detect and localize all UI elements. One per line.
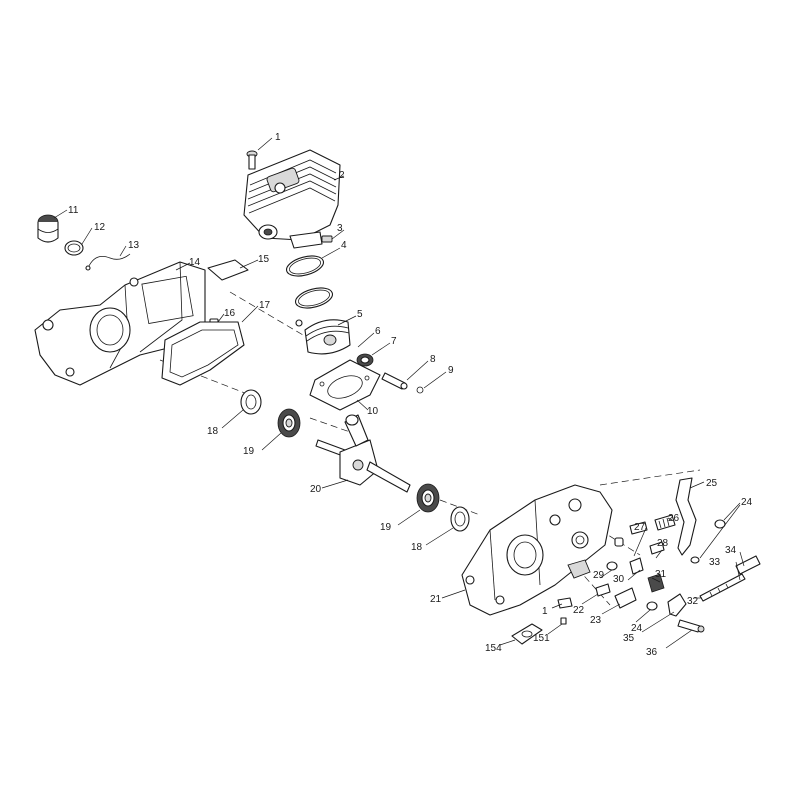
callout-4: 4 [341, 240, 347, 251]
needle-bearing [356, 353, 374, 367]
callout-27: 27 [634, 522, 646, 533]
callout-24-lower: 24 [631, 623, 643, 634]
callout-9: 9 [448, 365, 454, 376]
pin [560, 617, 567, 625]
bearing-right [416, 483, 440, 513]
callout-21: 21 [430, 594, 442, 605]
screw-36 [677, 619, 705, 633]
screw-lower [557, 597, 573, 609]
callout-10: 10 [367, 406, 379, 417]
callout-28: 28 [657, 538, 669, 549]
piston-pin [381, 372, 408, 390]
callout-19-left: 19 [243, 446, 255, 457]
cylinder [243, 149, 341, 249]
callout-15: 15 [258, 254, 270, 265]
cylinder-bolt [246, 150, 258, 170]
fuel-hose [85, 253, 131, 271]
filler-cap [37, 214, 59, 243]
crankshaft [315, 414, 411, 493]
leader-lines [53, 137, 745, 649]
callout-151: 151 [533, 633, 550, 644]
callout-1-lower: 1 [542, 606, 548, 617]
chain-catcher-bracket [675, 477, 697, 556]
callout-labels: 1 2 3 4 5 6 7 8 9 10 11 12 13 14 15 16 1… [68, 132, 753, 658]
piston [295, 319, 351, 355]
bearing-left [277, 408, 301, 438]
seal-ring [64, 240, 84, 256]
nut-lower [646, 601, 658, 611]
callout-14: 14 [189, 257, 201, 268]
callout-33: 33 [709, 557, 721, 568]
callout-5: 5 [357, 309, 363, 320]
callout-13: 13 [128, 240, 140, 251]
callout-20: 20 [310, 484, 322, 495]
callout-31: 31 [655, 569, 667, 580]
callout-12: 12 [94, 222, 106, 233]
decompression-valve [321, 235, 333, 243]
base-gasket [309, 359, 381, 411]
piston-ring [294, 287, 334, 309]
stud-screws [614, 521, 665, 555]
callout-34: 34 [725, 545, 737, 556]
callout-8: 8 [430, 354, 436, 365]
crankcase-gasket [161, 321, 245, 386]
lever [667, 593, 687, 617]
callout-29: 29 [593, 570, 605, 581]
nut-upper [690, 519, 726, 564]
cover-plate [511, 623, 543, 645]
callout-17: 17 [259, 300, 271, 311]
filter-pad [207, 259, 249, 281]
cylinder-gasket-ring [285, 255, 325, 277]
callout-18-right: 18 [411, 542, 423, 553]
washer [606, 561, 618, 571]
oil-seal-left [240, 389, 262, 415]
crankcase-right [461, 484, 613, 616]
callout-11: 11 [68, 205, 79, 216]
callout-30: 30 [613, 574, 625, 585]
callout-2: 2 [339, 170, 345, 181]
callout-26: 26 [668, 513, 680, 524]
callout-18-left: 18 [207, 426, 219, 437]
circlip [416, 386, 424, 394]
callout-19-right: 19 [380, 522, 392, 533]
callout-6: 6 [375, 326, 381, 337]
callout-25: 25 [706, 478, 718, 489]
callout-154: 154 [485, 643, 502, 654]
callout-35: 35 [623, 633, 635, 644]
screw-22 [595, 583, 611, 597]
callout-36: 36 [646, 647, 658, 658]
callout-24-upper: 24 [741, 497, 753, 508]
callout-7: 7 [391, 336, 397, 347]
callout-16: 16 [224, 308, 236, 319]
callout-22: 22 [573, 605, 585, 616]
tensioner-screw [699, 555, 761, 602]
clip [614, 587, 637, 609]
callout-1: 1 [275, 132, 281, 143]
callout-23: 23 [590, 615, 602, 626]
callout-3: 3 [337, 223, 343, 234]
callout-32: 32 [687, 596, 699, 607]
crankcase-left [34, 261, 206, 386]
oil-seal-right [450, 506, 470, 532]
